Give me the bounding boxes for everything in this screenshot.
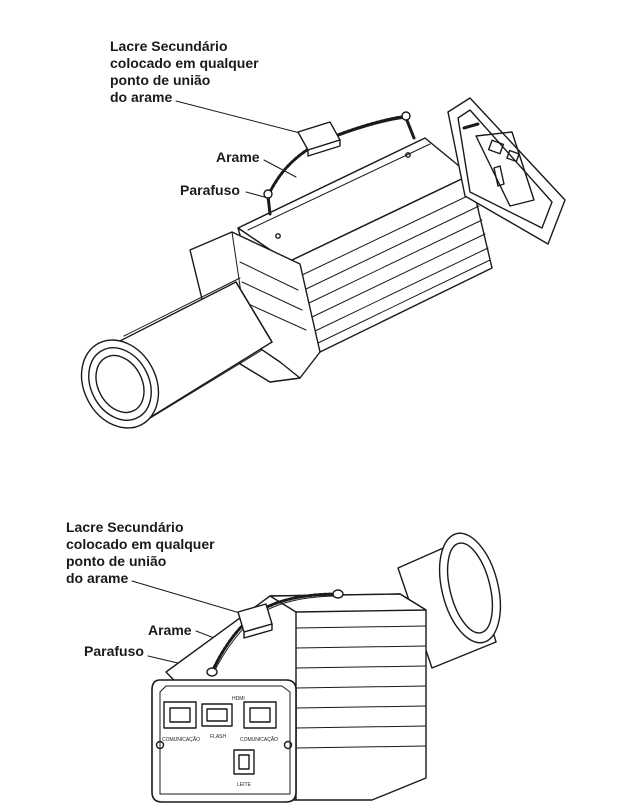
port-middle-label: FLASH [210,734,227,740]
bottom-rear-panel: COMUNICAÇÃO FLASH COMUNICAÇÃO HDMI LEITE [151,679,297,803]
bottom-camera-illustration: COMUNICAÇÃO FLASH COMUNICAÇÃO HDMI LEITE [131,532,502,803]
port-top-label: HDMI [232,696,245,702]
port-comunicacao-left: COMUNICAÇÃO [162,701,200,743]
bottom-seal-callout-line-2: colocado em qualquer [66,536,215,552]
top-seal-wire [263,111,416,216]
bottom-seal-wire [206,589,344,677]
top-screw-callout: Parafuso [180,182,240,198]
bottom-screw-left [206,667,218,677]
port-flash: FLASH [201,703,233,740]
bottom-screw-right [332,589,344,599]
port-comunicacao-right: COMUNICAÇÃO HDMI [232,696,278,743]
bottom-seal-callout: Lacre Secundário colocado em qualquer po… [66,519,215,587]
bottom-wire-callout: Arame [148,622,192,638]
bottom-screw-callout: Parafuso [84,643,144,659]
jack-label: LEITE [237,782,252,788]
top-screw-left [263,189,273,216]
port-left-label: COMUNICAÇÃO [162,736,200,743]
bottom-secondary-seal [237,603,273,639]
port-right-label: COMUNICAÇÃO [240,736,278,743]
top-seal-callout: Lacre Secundário colocado em qualquer po… [110,38,259,106]
top-rear-cover [447,97,566,245]
top-seal-callout-line-2: colocado em qualquer [110,55,259,71]
bottom-seal-callout-line-4: do arame [66,570,129,586]
top-seal-callout-line-1: Lacre Secundário [110,38,228,54]
top-seal-callout-line-3: ponto de união [110,72,211,88]
top-seal-callout-line-4: do arame [110,89,173,105]
top-secondary-seal [297,121,341,157]
top-lens-tube [80,277,273,429]
panel-screw-left [155,740,165,750]
jack-port: LEITE [233,749,255,788]
top-camera-illustration [80,97,566,429]
panel-screw-right [283,740,293,750]
bottom-seal-callout-line-3: ponto de união [66,553,167,569]
top-wire-callout: Arame [216,149,260,165]
bottom-seal-callout-line-1: Lacre Secundário [66,519,184,535]
top-screw-right [401,111,416,140]
top-leader-lines [175,100,301,199]
